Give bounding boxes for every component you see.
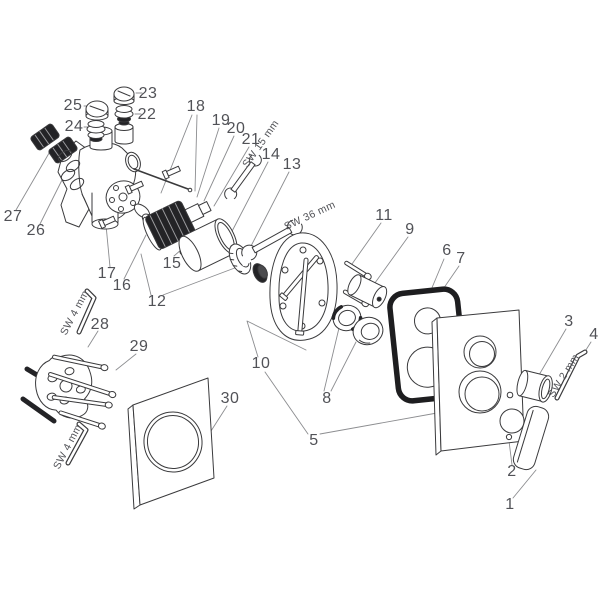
part-label-9: 9: [405, 221, 415, 238]
part-label-29: 29: [129, 338, 149, 355]
mounting-bracket-part-28: [20, 354, 117, 430]
part-label-19: 19: [211, 112, 231, 129]
part-label-30: 30: [220, 390, 240, 407]
part-label-2: 2: [507, 463, 517, 480]
screws-part-29: [48, 354, 117, 430]
cap-part-25: [85, 100, 109, 121]
o-ring-set-part-26: [57, 149, 85, 191]
ring-set-part-8: [331, 304, 384, 346]
escutcheon-part-30: [127, 377, 215, 510]
allen-key-sw2-icon: [554, 349, 588, 401]
part-label-28: 28: [90, 316, 110, 333]
part-label-1: 1: [505, 496, 515, 513]
part-label-16: 16: [112, 277, 132, 294]
part-label-3: 3: [564, 313, 574, 330]
part-label-5: 5: [309, 432, 319, 449]
part-label-4: 4: [589, 326, 599, 343]
part-label-12: 12: [147, 293, 167, 310]
part-label-18: 18: [186, 98, 206, 115]
open-end-wrench-sw15-icon: [224, 147, 262, 207]
extension-part-9: [347, 274, 388, 309]
part-label-27: 27: [3, 208, 23, 225]
part-label-20: 20: [226, 120, 246, 137]
valve-insert-part-22: [114, 105, 134, 126]
part-label-21: 21: [241, 131, 261, 148]
part-label-6: 6: [442, 242, 452, 259]
valve-body-part: [57, 123, 141, 230]
check-valve-part-27: [30, 123, 78, 164]
leader-lines: [15, 92, 592, 499]
part-label-10: 10: [251, 355, 271, 372]
knob-part-3: [506, 369, 553, 403]
cap-part-23: [113, 86, 135, 105]
part-label-23: 23: [138, 85, 158, 102]
part-label-7: 7: [456, 250, 466, 267]
allen-key-sw4-upper-icon: [76, 288, 97, 335]
part-label-8: 8: [322, 390, 332, 407]
part-label-11: 11: [375, 207, 393, 224]
threaded-plug-part: [252, 263, 268, 283]
part-label-24: 24: [64, 118, 84, 135]
part-label-13: 13: [282, 156, 302, 173]
carrier-plate-part-10: [269, 232, 338, 341]
part-label-15: 15: [162, 255, 182, 272]
part-label-14: 14: [261, 146, 281, 163]
part-label-22: 22: [137, 106, 157, 123]
screw-part-17: [98, 215, 116, 229]
part-label-25: 25: [63, 97, 83, 114]
allen-key-sw4-lower-icon: [65, 421, 89, 466]
screw-set-part-18: [124, 165, 193, 195]
lever-handle-part-1: [499, 405, 550, 471]
valve-insert-part-24: [86, 120, 106, 142]
part-label-26: 26: [26, 222, 46, 239]
part-label-17: 17: [97, 265, 117, 282]
